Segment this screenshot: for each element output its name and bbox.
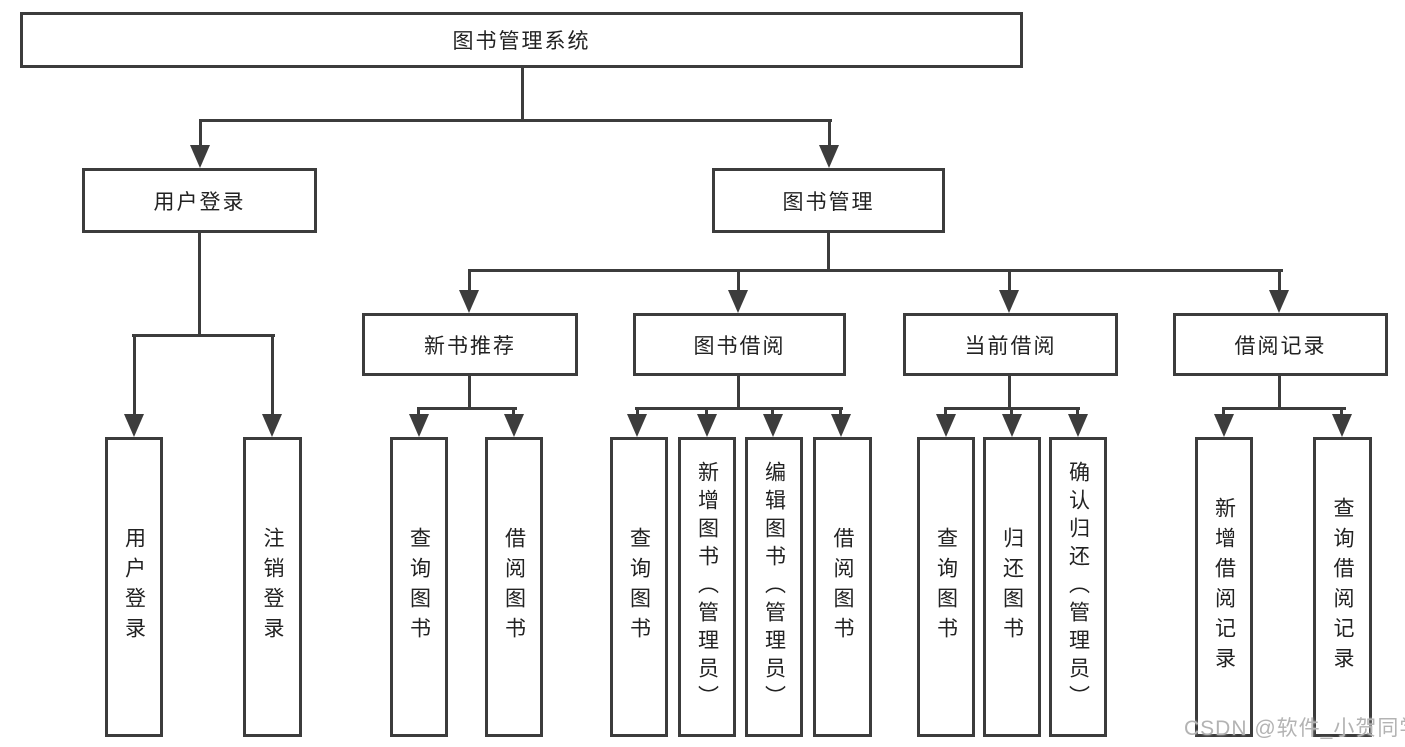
leaf-query-books-current: 查询图书 xyxy=(917,437,975,737)
leaf-label: 注销登录 xyxy=(261,527,284,647)
node-borrowing-records: 借阅记录 xyxy=(1173,313,1388,376)
node-user-login: 用户登录 xyxy=(82,168,317,233)
node-label: 图书借阅 xyxy=(693,334,786,358)
edge-drop-rec-query xyxy=(1340,407,1343,417)
leaf-label: 新增借阅记录 xyxy=(1212,497,1236,677)
edge-drop-new-book xyxy=(468,269,471,293)
leaf-logout: 注销登录 xyxy=(243,437,302,737)
leaf-label: 新增图书（管理员） xyxy=(695,461,719,713)
arrowhead-bb-borrow xyxy=(831,414,851,437)
node-book-management: 图书管理 xyxy=(712,168,945,233)
arrowhead-cb-return xyxy=(1002,414,1022,437)
csdn-watermark: CSDN @软件_小贺同学 xyxy=(1184,717,1405,740)
edge-drop-cb-return xyxy=(1010,407,1013,417)
leaf-label: 查询图书 xyxy=(627,527,651,647)
arrowhead-book-management xyxy=(819,145,839,168)
arrowhead-nb-query xyxy=(409,414,429,437)
leaf-label: 借阅图书 xyxy=(831,527,854,647)
leaf-label: 查询借阅记录 xyxy=(1331,497,1354,677)
arrowhead-nb-borrow xyxy=(504,414,524,437)
arrowhead-user-login xyxy=(190,145,210,168)
arrowhead-new-book xyxy=(459,290,479,313)
arrowhead-bb-add xyxy=(697,414,717,437)
arrowhead-leaf-user-login xyxy=(124,414,144,437)
edge-drop-book-management xyxy=(828,119,831,148)
leaf-label: 查询图书 xyxy=(407,527,431,647)
node-label: 当前借阅 xyxy=(964,334,1057,358)
leaf-label: 归还图书 xyxy=(1000,527,1024,647)
leaf-label: 借阅图书 xyxy=(502,527,526,647)
edge-borrowing-records-branch xyxy=(1222,407,1346,410)
node-new-book-recommendation: 新书推荐 xyxy=(362,313,578,376)
leaf-borrow-books-newbook: 借阅图书 xyxy=(485,437,543,737)
node-current-borrowing: 当前借阅 xyxy=(903,313,1118,376)
arrowhead-borrowing-records xyxy=(1269,290,1289,313)
leaf-label: 查询图书 xyxy=(934,527,958,647)
edge-book-borrowing-branch xyxy=(635,407,843,410)
edge-drop-bb-add xyxy=(705,407,708,417)
leaf-confirm-return-admin: 确认归还（管理员） xyxy=(1049,437,1107,737)
edge-drop-bb-edit xyxy=(771,407,774,417)
node-label: 用户登录 xyxy=(153,190,246,214)
edge-user-login-branch xyxy=(132,334,275,337)
arrowhead-bb-edit xyxy=(763,414,783,437)
edge-drop-nb-borrow xyxy=(512,407,515,417)
edge-drop-nb-query xyxy=(417,407,420,417)
leaf-query-books-borrowing: 查询图书 xyxy=(610,437,668,737)
arrowhead-bb-query xyxy=(627,414,647,437)
edge-new-book-stub xyxy=(468,374,471,410)
node-root-library-management-system: 图书管理系统 xyxy=(20,12,1023,68)
leaf-label: 确认归还（管理员） xyxy=(1066,461,1090,713)
edge-drop-leaf-user-login xyxy=(133,334,136,416)
arrowhead-rec-add xyxy=(1214,414,1234,437)
edge-drop-current-borrowing xyxy=(1008,269,1011,293)
arrowhead-cb-confirm xyxy=(1068,414,1088,437)
leaf-query-books-newbook: 查询图书 xyxy=(390,437,448,737)
node-book-borrowing: 图书借阅 xyxy=(633,313,846,376)
edge-user-login-stub xyxy=(198,231,201,337)
leaf-user-login: 用户登录 xyxy=(105,437,163,737)
edge-borrowing-records-stub xyxy=(1278,373,1281,410)
edge-current-borrowing-stub xyxy=(1008,374,1011,410)
edge-drop-bb-borrow xyxy=(839,407,842,417)
node-label: 图书管理系统 xyxy=(452,30,591,53)
leaf-borrow-books-borrowing: 借阅图书 xyxy=(813,437,872,737)
node-label: 新书推荐 xyxy=(424,334,516,358)
edge-new-book-branch xyxy=(417,407,517,410)
edge-drop-book-borrowing xyxy=(737,269,740,293)
arrowhead-cb-query xyxy=(936,414,956,437)
arrowhead-current-borrowing xyxy=(999,290,1019,313)
node-label: 图书管理 xyxy=(782,190,875,214)
arrowhead-leaf-logout xyxy=(262,414,282,437)
edge-drop-rec-add xyxy=(1222,407,1225,417)
leaf-add-books-admin: 新增图书（管理员） xyxy=(678,437,736,737)
leaf-label: 编辑图书（管理员） xyxy=(762,461,786,713)
leaf-add-borrow-record: 新增借阅记录 xyxy=(1195,437,1253,737)
edge-root-stub xyxy=(521,66,524,122)
edge-book-management-branch xyxy=(468,269,1283,272)
arrowhead-book-borrowing xyxy=(728,290,748,313)
edge-drop-user-login xyxy=(199,119,202,148)
edge-drop-cb-confirm xyxy=(1076,407,1079,417)
edge-root-branch xyxy=(199,119,832,122)
leaf-query-borrow-record: 查询借阅记录 xyxy=(1313,437,1372,737)
edge-drop-leaf-logout xyxy=(271,334,274,416)
edge-drop-borrowing-records xyxy=(1278,269,1281,293)
leaf-edit-books-admin: 编辑图书（管理员） xyxy=(745,437,803,737)
leaf-label: 用户登录 xyxy=(122,527,146,647)
node-label: 借阅记录 xyxy=(1234,334,1327,358)
edge-book-management-stub xyxy=(827,231,830,272)
edge-drop-cb-query xyxy=(944,407,947,417)
edge-drop-bb-query xyxy=(636,407,639,417)
arrowhead-rec-query xyxy=(1332,414,1352,437)
leaf-return-books: 归还图书 xyxy=(983,437,1041,737)
edge-book-borrowing-stub xyxy=(737,374,740,410)
